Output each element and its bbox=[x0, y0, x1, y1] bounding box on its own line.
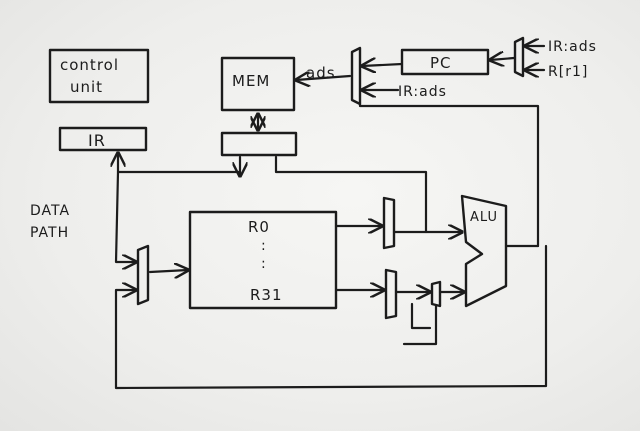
alu-input-b-mux bbox=[384, 268, 398, 320]
mem-ads-label: ads bbox=[306, 64, 336, 82]
datapath-label-data: DATA bbox=[30, 203, 70, 219]
register-dots-1: : bbox=[261, 238, 267, 254]
pc-label: PC bbox=[430, 54, 452, 72]
alu-shape bbox=[460, 194, 508, 308]
mem-mux-to-mem-wire bbox=[296, 76, 352, 80]
alu-input-a-mux bbox=[382, 196, 396, 250]
register-file-box bbox=[188, 210, 338, 310]
pc-mux-ir-ads-label: IR:ads bbox=[548, 39, 597, 55]
pc-to-mem-mux-wire bbox=[362, 64, 404, 66]
mem-mux-ir-ads-label: IR:ads bbox=[398, 84, 447, 100]
regfile-mux-to-regfile-wire bbox=[148, 270, 188, 272]
pc-mux-to-pc-wire bbox=[490, 58, 516, 60]
mem-label: MEM bbox=[232, 72, 270, 90]
alu-input-b-inner-mux bbox=[430, 280, 442, 308]
pc-input-mux bbox=[513, 36, 525, 78]
regfile-input-mux bbox=[136, 244, 150, 306]
ir-label: IR bbox=[88, 131, 106, 150]
ir-box bbox=[58, 126, 148, 152]
register-r31-label: R31 bbox=[250, 286, 283, 304]
mem-address-mux bbox=[350, 46, 362, 106]
control-unit-box bbox=[48, 48, 150, 104]
data-bus-left-wire bbox=[114, 170, 136, 262]
register-r0-label: R0 bbox=[248, 218, 270, 236]
writeback-loop-wire bbox=[114, 244, 548, 390]
alu-output-to-mem-mux-wire bbox=[358, 102, 540, 248]
control-unit-label-line2: unit bbox=[70, 78, 103, 96]
pc-mux-r-r1-label: R[r1] bbox=[548, 64, 588, 80]
datapath-label-path: PATH bbox=[30, 225, 69, 241]
inner-mux-extra-input-wire bbox=[402, 302, 438, 346]
mem-buffer-box bbox=[220, 131, 298, 157]
alu-label: ALU bbox=[470, 210, 498, 225]
bus-to-ir-wire bbox=[118, 153, 242, 178]
register-dots-2: : bbox=[261, 256, 267, 272]
alu-result-to-buffer-wire bbox=[274, 155, 540, 248]
control-unit-label-line1: control bbox=[60, 56, 119, 74]
